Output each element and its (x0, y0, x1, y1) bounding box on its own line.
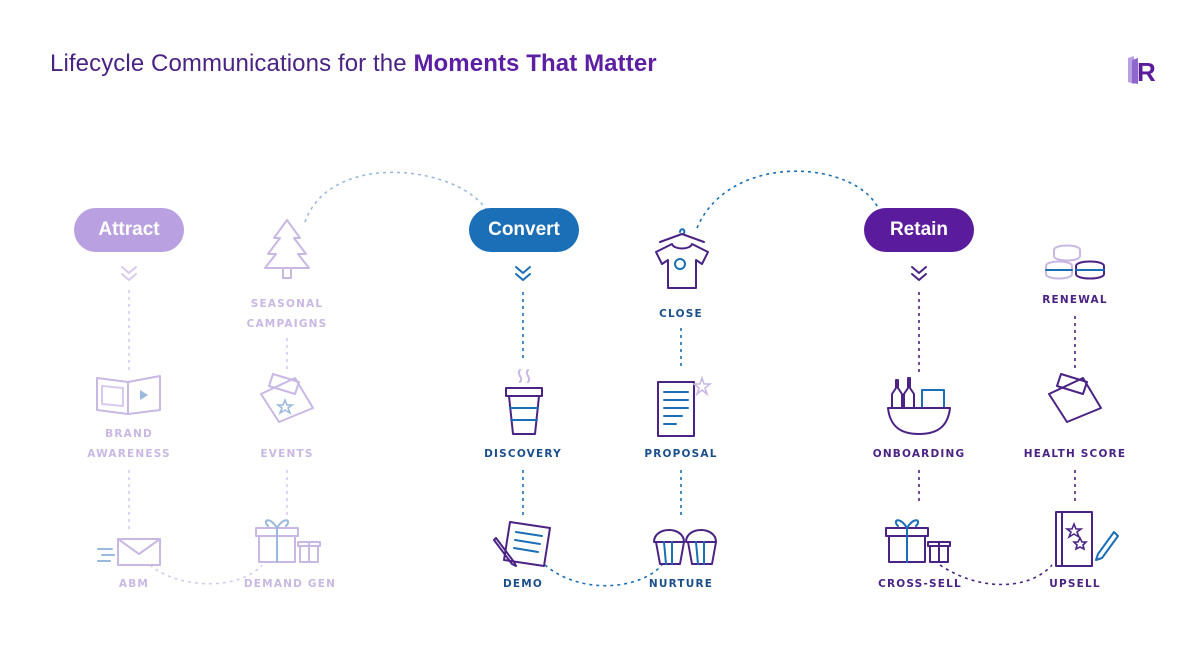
billboard-icon (96, 375, 161, 415)
stage-pill-attract: Attract (74, 208, 184, 252)
tickets-icon (1048, 373, 1102, 423)
step-label-demand-gen: DEMAND GEN (243, 578, 337, 590)
chevron-down-icon (121, 266, 137, 281)
macarons-icon (1045, 244, 1105, 280)
gift-icon (255, 519, 321, 563)
page-title: Lifecycle Communications for the Moments… (50, 50, 657, 77)
step-label-events: EVENTS (260, 448, 314, 460)
chevron-down-icon (515, 266, 531, 281)
step-label-cross-sell: CROSS-SELL (878, 578, 962, 590)
stage-pill-convert: Convert (469, 208, 579, 252)
step-label-abm: ABM (118, 578, 150, 590)
cupcakes-icon (653, 529, 717, 565)
chevron-down-icon (911, 266, 927, 281)
stage-pill-retain: Retain (864, 208, 974, 252)
notebook-icon (1055, 511, 1119, 567)
tickets-icon (260, 373, 314, 423)
title-emphasis: Moments That Matter (413, 50, 657, 77)
proposal-document-icon (657, 376, 712, 437)
brand-logo-icon: R (1128, 56, 1156, 87)
coffee-cup-icon (505, 369, 543, 435)
step-label-health-score: HEALTH SCORE (1023, 448, 1127, 460)
step-label-renewal: RENEWAL (1042, 294, 1108, 306)
gift-basket-icon (887, 377, 951, 435)
step-label-discovery: DISCOVERY (484, 448, 562, 460)
step-label-brand-awareness: BRAND AWARENESS (87, 428, 171, 460)
document-pen-icon (493, 521, 551, 567)
step-label-proposal: PROPOSAL (644, 448, 718, 460)
svg-text:R: R (1137, 57, 1156, 87)
step-label-onboarding: ONBOARDING (872, 448, 966, 460)
step-label-seasonal-campaigns: SEASONAL CAMPAIGNS (246, 298, 328, 330)
step-label-upsell: UPSELL (1049, 578, 1101, 590)
gift-icon (885, 519, 951, 563)
pine-tree-icon (264, 219, 310, 279)
step-label-close: CLOSE (659, 308, 703, 320)
step-label-demo: DEMO (502, 578, 544, 590)
envelope-icon (97, 538, 161, 566)
shirt-icon (655, 228, 709, 289)
step-label-nurture: NURTURE (648, 578, 714, 590)
